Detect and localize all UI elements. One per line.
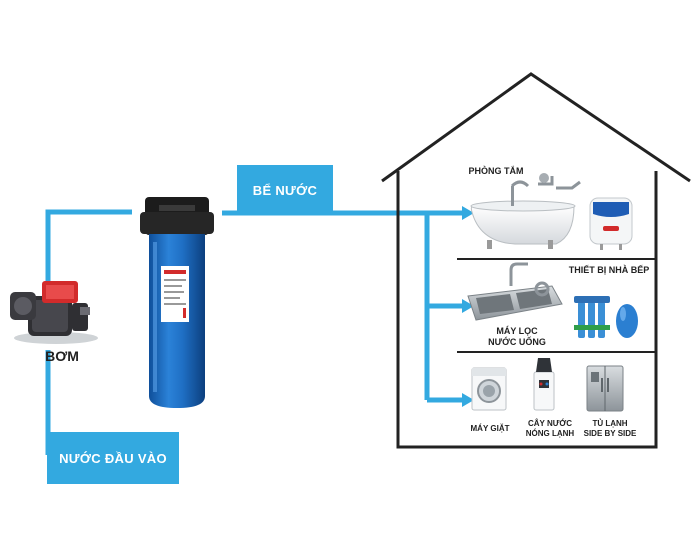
house-outline [381,72,691,449]
arrow-bathroom [462,206,474,220]
pipe-network [45,209,462,455]
kitchen-sink-icon [467,262,563,321]
inlet-label: NƯỚC ĐẦU VÀO [47,432,179,484]
water-heater-icon [589,197,633,250]
house-roof [381,72,691,183]
inlet-label-text: NƯỚC ĐẦU VÀO [59,450,167,466]
dispenser-label-line1: CÂY NƯỚC [528,419,572,428]
fridge-label-line1: TỦ LẠNH [592,419,628,428]
washing-machine-icon [471,367,507,411]
pump-label: BƠM [45,348,79,364]
purifier-label: MÁY LỌC NƯỚC UỐNG [482,326,552,349]
purifier-label-line1: MÁY LỌC [496,326,538,336]
dispenser-label-line2: NÓNG LẠNH [525,429,575,438]
bathroom-label: PHÒNG TẮM [468,166,524,176]
bathtub-icon [470,173,581,249]
fridge-icon [586,365,624,412]
tank-label: BỂ NƯỚC [237,165,333,215]
arrow-laundry [462,393,474,407]
fridge-label-line2: SIDE BY SIDE [583,429,637,438]
washer-label: MÁY GIẶT [470,424,510,433]
water-purifier-icon [574,296,638,338]
water-dispenser-icon [533,358,555,411]
arrow-kitchen [462,299,474,313]
pipe-arrows [462,206,474,407]
pump-icon [10,281,98,344]
house-walls [396,171,658,449]
dispenser-label: CÂY NƯỚC NÓNG LẠNH [522,419,578,439]
kitchen-label: THIẾT BỊ NHÀ BẾP [568,265,650,275]
filter-housing-icon [140,197,214,408]
purifier-label-line2: NƯỚC UỐNG [488,337,546,348]
inlet-pipe [45,209,132,290]
fridge-label: TỦ LẠNH SIDE BY SIDE [578,419,642,439]
tank-label-text: BỂ NƯỚC [252,182,318,198]
